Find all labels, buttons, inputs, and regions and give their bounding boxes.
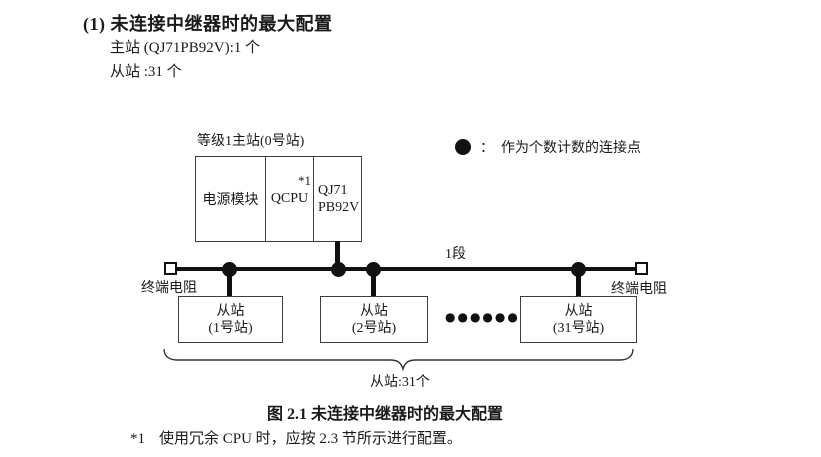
power-module-cell: 电源模块 xyxy=(196,157,266,241)
master-drop-line xyxy=(335,241,340,269)
slave-total-label: 从站:31个 xyxy=(370,375,430,390)
connection-node-master xyxy=(331,262,346,277)
slaves-ellipsis-dots: ●●●●●● xyxy=(445,310,520,324)
bus-line xyxy=(170,267,640,271)
pb92v-module-cell: QJ71 PB92V xyxy=(314,157,361,241)
figure-caption: 图 2.1 未连接中继器时的最大配置 xyxy=(266,406,503,423)
slave31-drop-line xyxy=(576,270,581,297)
pb92v-label-line2: PB92V xyxy=(318,200,360,215)
slave2-label-line2: (2号站) xyxy=(351,320,397,336)
master-station-label: 等级1主站(0号站) xyxy=(197,134,305,149)
slave31-label-line1: 从站 xyxy=(564,303,593,319)
connection-node-slave1 xyxy=(222,262,237,277)
cpu-footnote-ref: *1 xyxy=(298,173,311,188)
legend-label: 作为个数计数的连接点 xyxy=(501,141,641,156)
master-station-box: 电源模块 *1 QCPU QJ71 PB92V xyxy=(195,156,362,242)
master-count-line: 主站 (QJ71PB92V):1 个 xyxy=(110,40,261,56)
connection-node-slave31 xyxy=(571,262,586,277)
cpu-module-cell: *1 QCPU xyxy=(266,157,314,241)
section-title: (1) 未连接中继器时的最大配置 xyxy=(83,14,333,34)
footnote: *1 使用冗余 CPU 时，应按 2.3 节所示进行配置。 xyxy=(130,427,462,448)
slave-box-2: 从站 (2号站) xyxy=(320,296,428,343)
footnote-text: 使用冗余 CPU 时，应按 2.3 节所示进行配置。 xyxy=(159,431,462,447)
slave2-label-line1: 从站 xyxy=(360,303,388,319)
connection-node-slave2 xyxy=(366,262,381,277)
slave31-label-line2: (31号站) xyxy=(552,320,605,336)
terminator-square-right xyxy=(635,262,648,275)
segment-label: 1段 xyxy=(445,247,466,262)
legend-separator: ： xyxy=(480,141,494,156)
connection-point-icon xyxy=(455,139,471,155)
slave1-label-line2: (1号站) xyxy=(208,320,253,336)
cpu-module-label: QCPU xyxy=(270,191,309,206)
pb92v-label-line1: QJ71 xyxy=(318,183,348,198)
slave1-label-line1: 从站 xyxy=(216,303,245,319)
slave-box-1: 从站 (1号站) xyxy=(178,296,283,343)
legend: ： 作为个数计数的连接点 xyxy=(455,137,641,157)
slave-count-line: 从站 :31 个 xyxy=(110,64,182,80)
slave-box-31: 从站 (31号站) xyxy=(520,296,637,343)
footnote-ref: *1 xyxy=(130,431,145,447)
slave2-drop-line xyxy=(371,270,376,297)
terminator-label-left: 终端电阻 xyxy=(141,281,197,296)
slaves-brace xyxy=(163,348,634,371)
slave1-drop-line xyxy=(227,270,232,297)
terminator-square-left xyxy=(164,262,177,275)
terminator-label-right: 终端电阻 xyxy=(611,282,667,297)
